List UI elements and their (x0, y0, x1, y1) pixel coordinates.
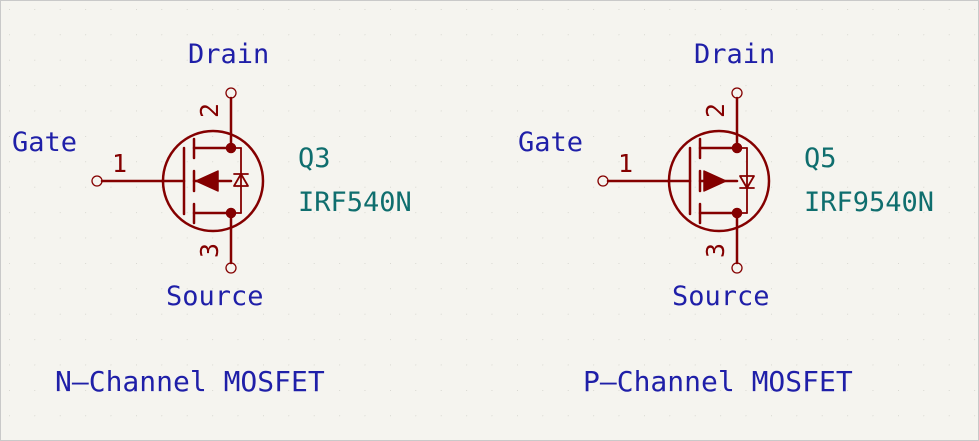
component-title: N–Channel MOSFET (55, 365, 325, 398)
source-label: Source (166, 281, 264, 312)
component-title: P–Channel MOSFET (583, 365, 853, 398)
gate-label: Gate (518, 127, 583, 158)
gate-pin-number: 1 (112, 149, 127, 178)
source-label: Source (672, 281, 770, 312)
drain-pin-number: 2 (701, 103, 730, 118)
part-value: IRF540N (298, 187, 412, 218)
source-pin-number: 3 (701, 243, 730, 258)
reference-designator: Q3 (298, 143, 331, 174)
mosfet-n-symbol (91, 87, 265, 274)
mosfet-p-symbol (597, 87, 771, 274)
reference-designator: Q5 (804, 143, 837, 174)
drain-pin-number: 2 (195, 103, 224, 118)
gate-label: Gate (12, 127, 77, 158)
drain-label: Drain (188, 39, 269, 70)
part-value: IRF9540N (804, 187, 934, 218)
gate-pin-number: 1 (618, 149, 633, 178)
drain-label: Drain (694, 39, 775, 70)
mosfet-n-channel[interactable]: 1 2 3 Gate Drain Source Q3 IRF540N N–Cha… (12, 39, 412, 398)
mosfet-p-channel[interactable]: 1 2 3 Gate Drain Source Q5 IRF9540N P–Ch… (518, 39, 934, 398)
source-pin-number: 3 (195, 243, 224, 258)
